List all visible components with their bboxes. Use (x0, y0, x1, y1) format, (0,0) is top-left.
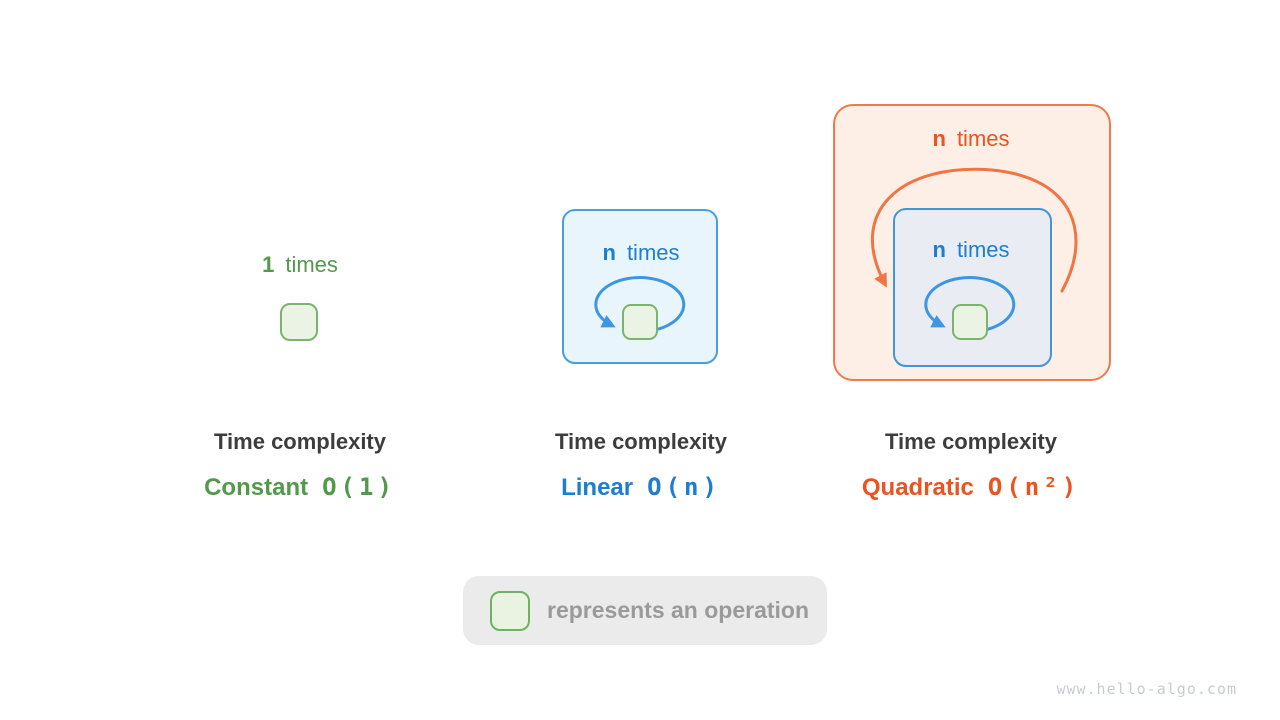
constant-big-o-notation: O(1) (322, 473, 396, 501)
quadratic-name: Quadratic (861, 474, 974, 501)
legend-operation-square (490, 591, 530, 631)
operation-square (622, 304, 658, 340)
constant-count: 1 (262, 252, 275, 277)
linear-times-word: times (626, 240, 680, 265)
quadratic-big-o-notation: O(n²) (987, 473, 1081, 501)
operation-square (280, 303, 318, 341)
quadratic-title: Time complexity (885, 429, 1057, 454)
linear-complexity-label: Linear O(n) (561, 473, 721, 502)
legend-card: represents an operation (463, 576, 827, 645)
quadratic-outer-count: n (932, 126, 946, 151)
legend-label: represents an operation (547, 597, 810, 623)
constant-title: Time complexity (214, 429, 386, 454)
quadratic-outer-times-word: times (956, 126, 1010, 151)
operation-square (952, 304, 988, 340)
quadratic-inner-count: n (932, 237, 946, 262)
linear-loop-box (562, 209, 718, 364)
constant-name: Constant (204, 474, 309, 501)
constant-complexity-label: Constant O(1) (204, 473, 396, 502)
quadratic-inner-loop-box (893, 208, 1052, 367)
linear-name: Linear (561, 474, 634, 501)
linear-big-o-notation: O(n) (647, 473, 721, 501)
quadratic-complexity-label: Quadratic O(n²) (862, 473, 1080, 502)
constant-times-label: 1 times (262, 252, 338, 278)
watermark: www.hello-algo.com (1056, 680, 1237, 698)
constant-times-word: times (285, 252, 338, 277)
linear-title: Time complexity (555, 429, 727, 454)
quadratic-inner-times-word: times (956, 237, 1010, 262)
linear-count: n (602, 240, 616, 265)
